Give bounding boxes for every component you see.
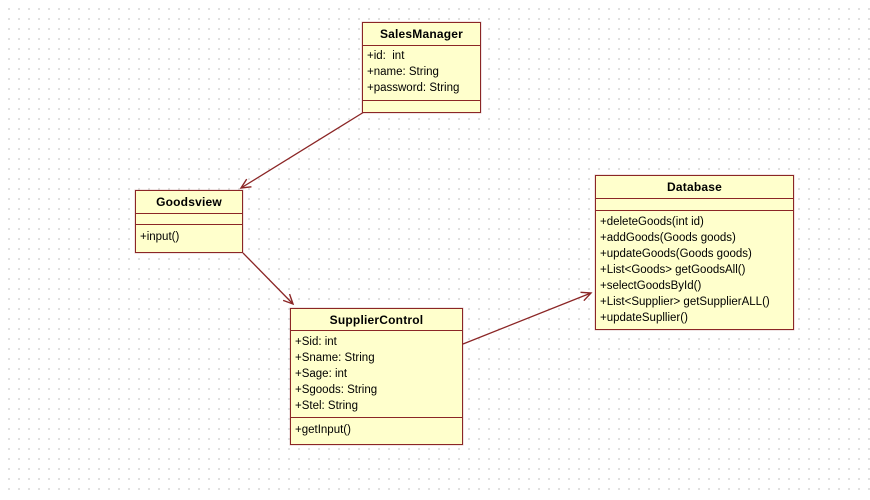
method-line: +addGoods(Goods goods) [600, 232, 736, 244]
attribute-line: +Sname: String [295, 352, 375, 364]
attribute-line: +Sage: int [295, 368, 348, 380]
attributes-compartment: +Sid: int +Sname: String +Sage: int +Sgoods… [291, 331, 462, 418]
attribute-line: +Sid: int [295, 336, 337, 348]
attribute-line: +name: String [367, 66, 439, 78]
method-line: +input() [140, 231, 180, 243]
class-title: SalesManager [363, 23, 480, 46]
relation-arrow-salesmanager-to-goodsview[interactable] [239, 111, 365, 189]
methods-compartment [363, 101, 480, 112]
attribute-line: +Stel: String [295, 400, 358, 412]
class-box-database[interactable]: Database +deleteGoods(int id) +addGoods(G… [595, 175, 794, 330]
class-box-suppliercontrol[interactable]: SupplierControl +Sid: int+Sname: String+… [290, 308, 463, 445]
method-line: +selectGoodsById() [600, 280, 702, 292]
attributes-compartment [136, 214, 242, 225]
method-line: +deleteGoods(int id) [600, 216, 704, 228]
class-title: Goodsview [136, 191, 242, 214]
attribute-line: +Sgoods: String [295, 384, 378, 396]
methods-compartment: +deleteGoods(int id) +addGoods(Goods good… [596, 211, 793, 329]
method-line: +List<Goods> getGoodsAll() [600, 264, 746, 276]
method-line: +updateSupllier() [600, 312, 688, 324]
relation-arrow-suppliercontrol-to-database[interactable] [462, 291, 593, 345]
attributes-compartment: +id: int +name: String +password: String [363, 46, 480, 101]
relation-arrow-goodsview-to-suppliercontrol[interactable] [242, 252, 295, 306]
attribute-line: +id: int [367, 50, 405, 62]
methods-compartment: +input() [136, 225, 242, 252]
class-box-salesmanager[interactable]: SalesManager +id: int +name: String +passw… [362, 22, 481, 113]
canvas-bottom-edge [0, 492, 870, 500]
attribute-line: +password: String [367, 82, 460, 94]
class-box-goodsview[interactable]: Goodsview +input() [135, 190, 243, 253]
methods-compartment: +getInput() [291, 418, 462, 444]
class-title: SupplierControl [291, 309, 462, 331]
attributes-compartment [596, 199, 793, 211]
method-line: +getInput() [295, 424, 351, 436]
method-line: +List<Supplier> getSupplierALL() [600, 296, 770, 308]
class-title: Database [596, 176, 793, 199]
method-line: +updateGoods(Goods goods) [600, 248, 752, 260]
